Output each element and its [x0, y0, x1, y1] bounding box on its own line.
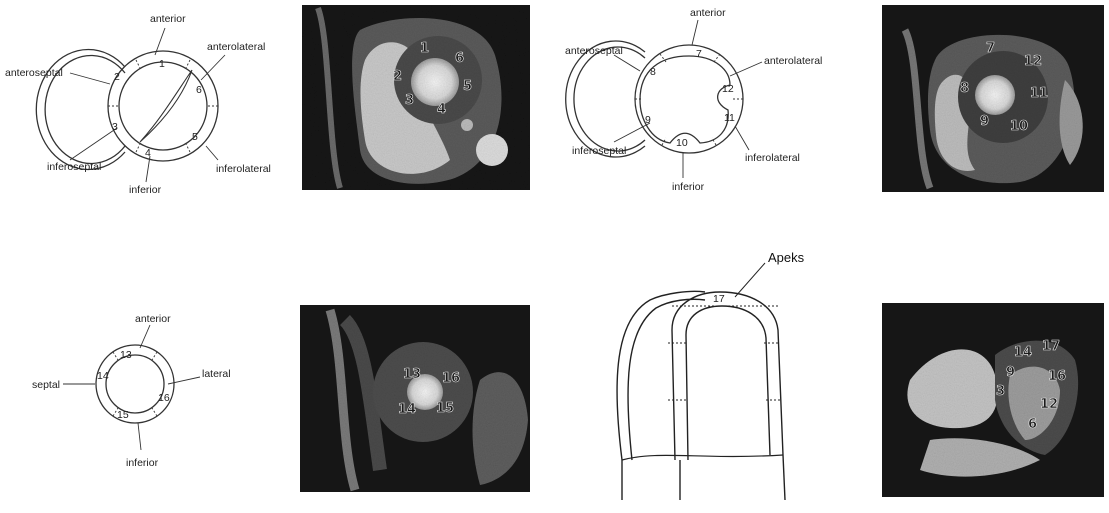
- apical-mri-segment-14: 14: [398, 402, 416, 417]
- basal-label-anteroseptal: anteroseptal: [5, 67, 63, 79]
- mid-segment-9: 9: [645, 114, 651, 126]
- basal-label-inferolateral: inferolateral: [216, 163, 271, 175]
- mid-mri-segment-12: 12: [1024, 54, 1042, 69]
- basal-segment-5: 5: [192, 131, 198, 143]
- apex-label: Apeks: [768, 250, 805, 265]
- apical-mri-image: 13 16 14 15: [300, 305, 530, 492]
- mid-segment-12: 12: [722, 83, 734, 95]
- apical-short-axis-diagram: anterior septal lateral inferior 13 14 1…: [32, 313, 231, 469]
- mid-mri-segment-9: 9: [980, 114, 989, 129]
- apical-segment-16: 16: [158, 392, 170, 404]
- basal-mri-segment-2: 2: [393, 69, 402, 84]
- apical-label-inferior: inferior: [126, 457, 159, 469]
- mid-label-inferior: inferior: [672, 181, 705, 193]
- basal-segment-dividers: [108, 60, 218, 152]
- mid-label-anterolateral: anterolateral: [764, 55, 822, 67]
- apical-mri-segment-13: 13: [403, 367, 421, 382]
- apical-label-lateral: lateral: [202, 368, 231, 380]
- basal-segment-2: 2: [114, 71, 120, 83]
- basal-mri-image: 1 2 3 4 5 6: [302, 5, 530, 190]
- long-axis-mri-segment-6: 6: [1028, 417, 1037, 432]
- mid-lv-ring: [635, 45, 743, 153]
- apical-segment-13: 13: [120, 349, 132, 361]
- long-axis-segment-17: 17: [713, 293, 725, 305]
- basal-segment-3: 3: [112, 121, 118, 133]
- basal-segment-4: 4: [145, 147, 151, 159]
- basal-segment-1: 1: [159, 58, 165, 70]
- mid-segment-7: 7: [696, 48, 702, 60]
- apical-lv-ring: [96, 345, 174, 423]
- mid-segment-10: 10: [676, 137, 688, 149]
- apical-segment-14: 14: [97, 370, 109, 382]
- basal-short-axis-diagram: anterior anterolateral anteroseptal infe…: [5, 13, 271, 196]
- basal-label-anterolateral: anterolateral: [207, 41, 265, 53]
- apical-segment-15: 15: [117, 409, 129, 421]
- mid-label-inferolateral: inferolateral: [745, 152, 800, 164]
- mid-label-anteroseptal: anteroseptal: [565, 45, 623, 57]
- long-axis-mri-segment-3: 3: [996, 384, 1005, 399]
- basal-mri-segment-6: 6: [455, 51, 464, 66]
- apical-label-septal: septal: [32, 379, 60, 391]
- apical-leader-lines: [63, 325, 200, 450]
- apical-label-anterior: anterior: [135, 313, 171, 325]
- long-axis-mri-segment-12: 12: [1040, 397, 1058, 412]
- long-axis-mri-image: 14 17 9 16 3 12 6: [882, 303, 1104, 497]
- basal-mri-segment-1: 1: [420, 41, 429, 56]
- basal-segment-6: 6: [196, 84, 202, 96]
- long-axis-lv-wall: [622, 292, 785, 500]
- basal-label-inferior: inferior: [129, 184, 162, 196]
- long-axis-mri-segment-17: 17: [1042, 339, 1060, 354]
- long-axis-segment-dividers: [668, 306, 782, 400]
- long-axis-diagram: Apeks 17: [617, 250, 805, 500]
- mid-segment-8: 8: [650, 66, 656, 78]
- basal-mri-segment-4: 4: [437, 102, 446, 117]
- basal-mri-segment-5: 5: [463, 79, 472, 94]
- mid-label-anterior: anterior: [690, 7, 726, 19]
- basal-mri-segment-3: 3: [405, 93, 414, 108]
- apical-mri-segment-16: 16: [442, 371, 460, 386]
- mid-rv-outline: [566, 41, 645, 157]
- mid-short-axis-diagram: anterior anteroseptal anterolateral infe…: [565, 7, 822, 193]
- apical-segment-dividers: [113, 352, 157, 416]
- mid-mri-segment-11: 11: [1030, 86, 1048, 101]
- long-axis-mri-segment-9: 9: [1006, 365, 1015, 380]
- apex-leader-line: [735, 263, 765, 297]
- mid-segment-11: 11: [724, 112, 735, 124]
- mid-label-inferoseptal: inferoseptal: [572, 145, 626, 157]
- mid-mri-segment-8: 8: [960, 81, 969, 96]
- mid-mri-image: 7 8 9 10 11 12: [882, 5, 1104, 192]
- long-axis-mri-segment-14: 14: [1014, 345, 1032, 360]
- apical-mri-segment-15: 15: [436, 401, 454, 416]
- long-axis-mri-segment-16: 16: [1048, 369, 1066, 384]
- basal-label-inferoseptal: inferoseptal: [47, 161, 101, 173]
- mid-mri-segment-7: 7: [986, 41, 995, 56]
- mid-mri-segment-10: 10: [1010, 119, 1028, 134]
- basal-label-anterior: anterior: [150, 13, 186, 25]
